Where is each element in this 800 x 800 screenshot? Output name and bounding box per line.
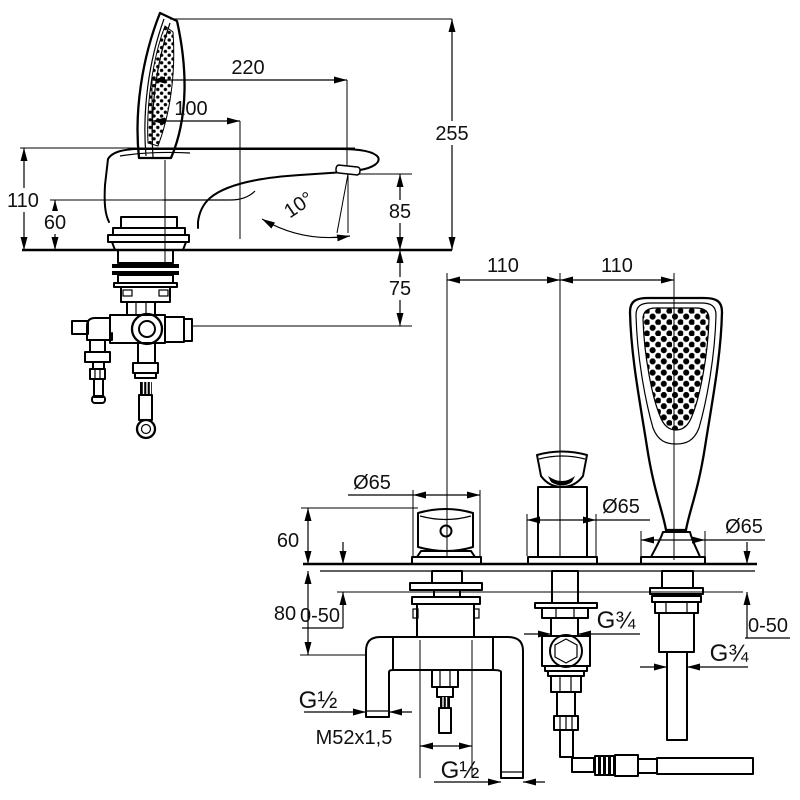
dim-m52: M52x1,5 (316, 640, 473, 778)
dim-dia-shower-label: Ø65 (725, 516, 763, 538)
dim-dia-spout-label: Ø65 (602, 496, 640, 518)
shower-hose-fitting (571, 754, 754, 777)
dim-220-label: 220 (231, 57, 264, 79)
shower-holder-front (640, 531, 706, 565)
shower-escutcheon (640, 556, 706, 565)
dim-g12-inlet-label: G½ (299, 687, 338, 714)
dim-m52-label: M52x1,5 (316, 727, 393, 749)
dim-60-height: 60 (38, 200, 72, 250)
dim-g34-shower: G¾ (640, 640, 750, 671)
dim-110-right: 110 (560, 255, 674, 284)
side-view: 220 100 255 110 60 85 75 (3, 11, 472, 440)
hose-connector-ring (135, 418, 157, 440)
dim-60-front-label: 60 (277, 530, 299, 552)
handle-indicator-dot (439, 524, 453, 538)
dim-g34-shower-label: G¾ (710, 640, 750, 667)
front-view: 110 110 Ø65 Ø65 Ø65 (274, 255, 790, 786)
shower-spray-dots-front (642, 307, 710, 431)
diverter-elbow-ring (130, 312, 164, 346)
dim-dia-shower: Ø65 (640, 516, 765, 556)
handle-escutcheon (411, 556, 482, 565)
dim-110-height: 110 (3, 148, 43, 250)
mounting-body (416, 603, 475, 638)
dim-110-left: 110 (447, 255, 560, 284)
valve-cross-front (392, 636, 494, 671)
dim-60-front: 60 (277, 507, 418, 564)
dim-0-50-right-label: 0-50 (748, 615, 788, 637)
dim-75: 75 (385, 250, 415, 326)
dim-255: 255 (432, 19, 472, 250)
dim-110-side-label: 110 (7, 190, 39, 212)
valve-cross-body (109, 314, 166, 344)
spout-escutcheon (527, 556, 598, 565)
dim-g34-spout: G¾ (524, 607, 640, 638)
dim-dia-handle: Ø65 (348, 472, 481, 556)
left-inlet-pipe (365, 636, 394, 718)
body-collar (120, 216, 178, 229)
dim-100: 100 (152, 98, 240, 125)
dim-g12-hose-label: G½ (441, 757, 480, 784)
dim-80-front-label: 80 (274, 603, 296, 625)
dim-85-label: 85 (389, 201, 411, 223)
left-inlet-elbow (86, 317, 113, 341)
spout-front (527, 450, 598, 565)
dim-dia-handle-label: Ø65 (353, 472, 391, 494)
right-outlet-port (164, 316, 185, 343)
dim-220: 220 (152, 57, 347, 84)
spout-column (537, 486, 588, 558)
dim-255-label: 255 (435, 123, 468, 145)
shower-hose-pipe (666, 651, 688, 741)
left-outlet-port (71, 320, 89, 335)
shower-head-front (628, 296, 724, 532)
dim-100-label: 100 (174, 98, 207, 120)
dim-dia-spout: Ø65 (526, 496, 650, 556)
valve-neck (126, 301, 156, 316)
diverter-hex (554, 638, 578, 664)
aerator-outlet (335, 164, 361, 176)
dim-85: 85 (384, 174, 416, 250)
dim-g12-inlet: G½ (299, 687, 412, 716)
valve-body-front (365, 570, 524, 779)
dim-0-50-right: 0-50 (743, 542, 790, 639)
hose-end (656, 757, 754, 775)
shower-spray-dots-side (147, 25, 175, 147)
hand-shower-side (136, 11, 186, 160)
under-deck-valve-side (71, 249, 193, 440)
spout-underdeck (534, 570, 598, 758)
faucet-body-side (103, 148, 380, 251)
dim-g34-spout-label: G¾ (597, 607, 637, 634)
dim-80-front: 80 (274, 571, 366, 656)
right-inlet-pipe (492, 636, 524, 779)
dim-110-left-label: 110 (487, 255, 519, 277)
base-escutcheon-side (111, 241, 187, 251)
dim-60-side-label: 60 (44, 212, 66, 234)
shower-underdeck (649, 570, 704, 741)
dim-0-50-left-label: 0-50 (300, 605, 340, 627)
dim-75-label: 75 (389, 278, 411, 300)
dim-angle-label: 10° (280, 188, 317, 223)
dim-0-50-left: 0-50 (300, 542, 347, 629)
dim-angle-10: 10° (261, 173, 351, 242)
dim-g12-hose: G½ (434, 757, 545, 786)
dim-110-right-label: 110 (601, 255, 633, 277)
handle-front (411, 508, 482, 565)
